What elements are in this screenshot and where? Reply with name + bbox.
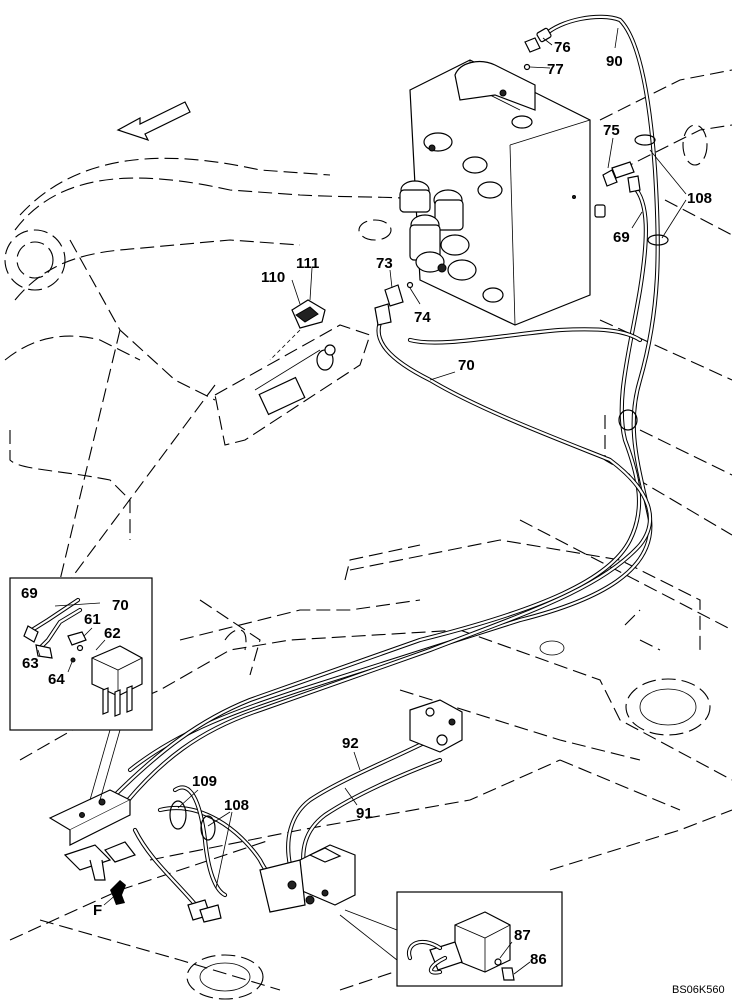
callout-69-upper: 69 [613, 229, 630, 246]
callout-111: 111 [296, 255, 319, 272]
callout-90: 90 [606, 53, 623, 70]
callout-70-upper: 70 [458, 357, 475, 374]
front-direction-arrow [116, 101, 191, 142]
drawing-reference-code: BS06K560 [672, 984, 725, 996]
callout-76: 76 [554, 39, 571, 56]
hose-90 [127, 14, 660, 773]
hose-92 [286, 737, 433, 868]
callout-109: 109 [192, 773, 217, 790]
control-valve-assembly [399, 59, 606, 326]
callout-87: 87 [514, 927, 531, 944]
callout-64: 64 [48, 671, 65, 688]
leader-lines [177, 27, 687, 889]
callout-77: 77 [547, 61, 564, 78]
callout-86: 86 [530, 951, 547, 968]
callout-74: 74 [414, 309, 431, 326]
callout-108-lower: 108 [224, 797, 249, 814]
callout-75: 75 [603, 122, 620, 139]
callout-73: 73 [376, 255, 393, 272]
lower-left-bracket [48, 789, 136, 881]
callout-92: 92 [342, 735, 359, 752]
callout-63: 63 [22, 655, 39, 672]
view-f-arrow [103, 880, 126, 906]
lower-solenoid-block [187, 699, 463, 923]
callout-110: 110 [261, 269, 285, 286]
callout-70-inset: 70 [112, 597, 129, 614]
callout-108-upper: 108 [687, 190, 712, 207]
callout-69-inset: 69 [21, 585, 38, 602]
callout-91: 91 [356, 805, 373, 822]
view-label-f: F [93, 902, 102, 919]
detail-inset-upper [9, 577, 153, 801]
pilot-valve-bracket [214, 299, 371, 446]
hose-69 [107, 182, 648, 803]
hose-91 [301, 757, 443, 878]
return-hose [407, 327, 643, 345]
callout-61: 61 [84, 611, 101, 628]
detail-inset-lower [339, 891, 563, 987]
fittings-top [374, 27, 641, 326]
hose-clamps [169, 134, 669, 841]
callout-62: 62 [104, 625, 121, 642]
